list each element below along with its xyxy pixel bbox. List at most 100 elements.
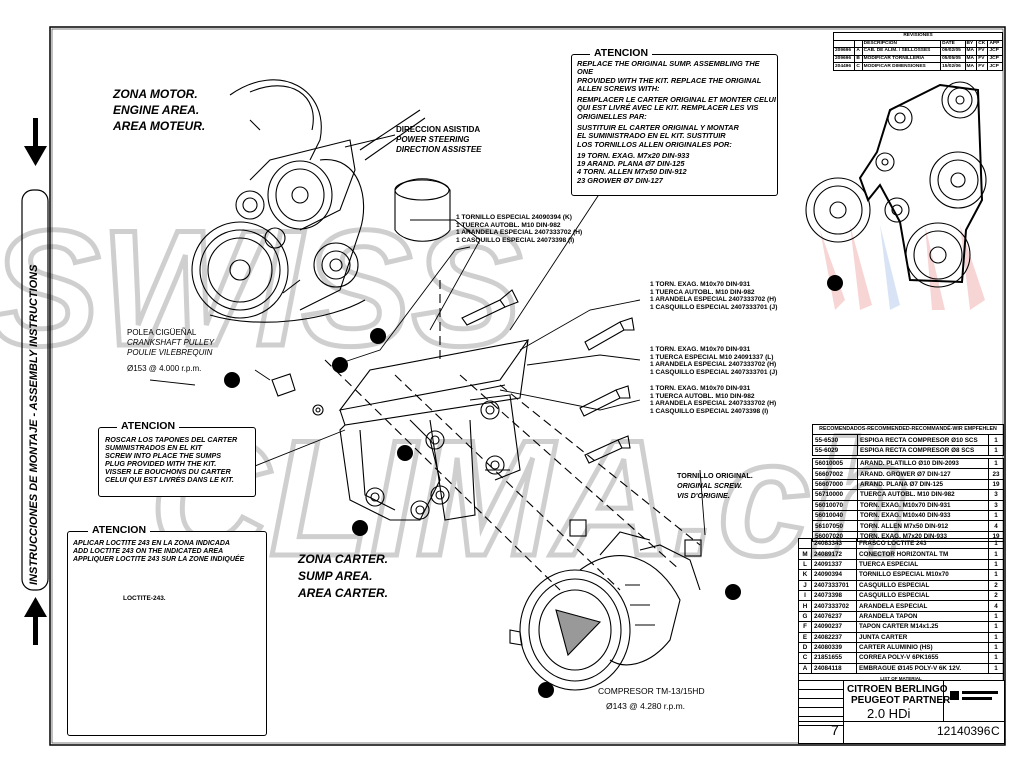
- bom-mark: H: [798, 600, 812, 612]
- bom-mark: E: [798, 631, 812, 643]
- crankshaft-diameter: Ø153 @ 4.000 r.p.m.: [127, 364, 202, 373]
- power-steering-es: DIRECCION ASISTIDA: [396, 125, 481, 134]
- revisions-header-cell: DESCRIPCION: [861, 39, 942, 49]
- bom-description: ARAND. PLANA Ø7 DIN-125: [857, 478, 989, 491]
- bom-description: CASQUILLO ESPECIAL: [856, 589, 989, 602]
- revisions-cell: 15/02/06: [940, 62, 966, 71]
- bom-qty: 1: [988, 641, 1004, 654]
- attention-sump-line: ORIGINELLES PAR:: [577, 111, 647, 121]
- revisions-cell: MA: [964, 54, 978, 64]
- bom-qty: 4: [988, 600, 1004, 612]
- bom-description: FRASCO LOCTITE 243: [856, 537, 989, 550]
- bom-description: TAPON CARTER M14x1.25: [856, 621, 989, 633]
- revisions-header-cell: [854, 39, 863, 49]
- revisions-cell: JCP: [987, 54, 1003, 64]
- bom-qty: 1: [988, 610, 1004, 623]
- bom-code: 56607002: [812, 468, 858, 480]
- attention-sump-line: 19 TORN. EXAG. M7x20 DIN-933: [577, 150, 690, 160]
- bom-mark: K: [798, 569, 812, 581]
- belt-layout-diagram: [805, 81, 987, 288]
- zone-motor-en: ENGINE AREA.: [113, 103, 200, 117]
- revisions-header-cell: DATE: [940, 39, 966, 49]
- revisions-cell: MA: [964, 62, 978, 71]
- revisions-cell: 09/02/05: [940, 47, 966, 56]
- part-callout-4-line: 1 TORN. EXAG. M10x70 DIN-931: [650, 385, 751, 392]
- bom-description: TORN. EXAG. M10x40 DIN-933: [857, 509, 989, 522]
- crankshaft-es: POLEA CIGÜEÑAL: [127, 328, 197, 337]
- bom-mark: I: [798, 589, 812, 602]
- bom-code: 56010070: [812, 499, 858, 511]
- revisions-cell: MA: [964, 47, 978, 56]
- bom-code: 24082237: [811, 631, 857, 643]
- title-line1: CITROEN BERLINGO: [847, 684, 948, 695]
- bom-description: ARAND. GROWER Ø7 DIN-127: [857, 468, 989, 480]
- revisions-header-cell: CK: [976, 39, 989, 49]
- sheet-number: 7: [831, 722, 839, 738]
- crankshaft-en: CRANKSHAFT PULLEY: [127, 338, 215, 347]
- attention-sump-line: EL SUMINISTRADO EN EL KIT. SUSTITUIR: [577, 131, 726, 141]
- bom-description: ARANDELA ESPECIAL: [856, 600, 989, 612]
- bom-description: CARTER ALUMINIO (HS): [856, 641, 989, 654]
- bom-description: EMBRAGUE Ø145 POLY-V 6K 12V.: [856, 662, 989, 675]
- attention-sump-line: QUI EST LIVRÉ AVEC LE KIT. REMPLACER LES…: [577, 103, 759, 113]
- attention-plugs-line: CELUI QUI EST LIVRÉS DANS LE KIT.: [105, 475, 234, 485]
- bom-description: TORN. ALLEN M7x50 DIN-912: [857, 520, 989, 532]
- bom-mark: D: [798, 641, 812, 654]
- bom-mark: J: [798, 579, 812, 591]
- compressor-label: COMPRESOR TM-13/15HD Ø143 @ 4.280 r.p.m.: [598, 684, 705, 714]
- bom-qty: 1: [988, 548, 1004, 560]
- bom-code: 24090394: [811, 569, 857, 581]
- down-arrow-icon: [24, 118, 47, 166]
- bom-qty: 4: [988, 520, 1004, 532]
- part-callout-1-line: 1 TORNILLO ESPECIAL 24090394 (K): [456, 214, 572, 221]
- original-screw-label: TORNILLO ORIGINAL. ORIGINAL SCREW. VIS D…: [677, 471, 753, 501]
- bom-qty: 1: [988, 509, 1004, 522]
- revisions-cell: B: [854, 54, 863, 64]
- bom-qty: 19: [988, 478, 1004, 491]
- attention-plugs-line: SCREW INTO PLACE THE SUMPS: [105, 451, 222, 461]
- part-callout-3-line: 1 CASQUILLO ESPECIAL 2407333701 (J): [650, 368, 778, 376]
- attention-box-plugs-title: ATENCION: [117, 420, 180, 432]
- bom-mark: L: [798, 558, 812, 571]
- bom-qty: 2: [988, 589, 1004, 602]
- revisions-cell: FV: [976, 62, 989, 71]
- bom-description: TUERCA ESPECIAL: [856, 558, 989, 571]
- power-steering-label: DIRECCION ASISTIDA POWER STEERING DIRECT…: [396, 125, 482, 155]
- part-callout-3-line: 1 TORN. EXAG. M10x70 DIN-931: [650, 346, 751, 353]
- bom-code: 24091337: [811, 558, 857, 571]
- attention-sump-line: ALLEN SCREWS WITH:: [577, 83, 660, 93]
- bom-code: 2407333702: [811, 600, 857, 612]
- side-title: INSTRUCCIONES DE MONTAJE - ASSEMBLY INST…: [28, 264, 40, 585]
- bom-qty: 3: [988, 489, 1004, 501]
- bom-code: 24073398: [811, 589, 857, 602]
- attention-sump-line: REPLACE THE ORIGINAL SUMP. ASSEMBLING TH…: [577, 59, 760, 77]
- title-line2: PEUGEOT PARTNER: [851, 695, 951, 706]
- part-callout-4-line: 1 CASQUILLO ESPECIAL 24073398 (I): [650, 407, 769, 415]
- part-markers: [224, 275, 843, 698]
- revisions-cell: CAB. DE ALIM. / SELLOSSES: [861, 47, 942, 56]
- bom-mark: C: [798, 652, 812, 664]
- bom-description: JUNTA CARTER: [856, 631, 989, 643]
- part-callout-3-line: 1 ARANDELA ESPECIAL 2407333702 (H): [650, 361, 777, 369]
- bom-qty: 1: [988, 558, 1004, 571]
- attention-loctite-line: APPLIQUER LOCTITE 243 SUR LA ZONE INDIQU…: [73, 555, 245, 563]
- bom-code: 21851655: [811, 652, 857, 664]
- zone-motor-fr: AREA MOTEUR.: [113, 119, 206, 133]
- revisions-cell: 204496: [832, 62, 856, 71]
- title-line3: 2.0 HDi: [867, 706, 911, 721]
